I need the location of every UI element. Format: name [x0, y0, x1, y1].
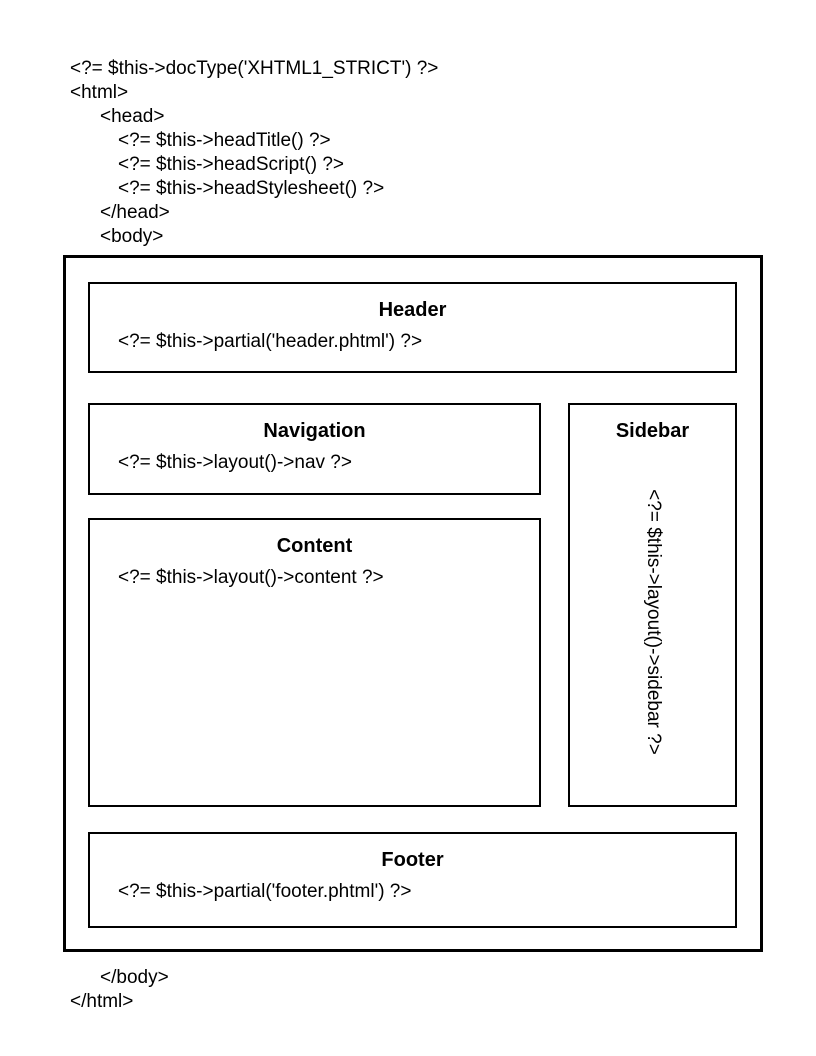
content-code: <?= $this->layout()->content ?> — [118, 567, 384, 588]
navigation-title: Navigation — [263, 420, 366, 442]
code-line-headstylesheet: <?= $this->headStylesheet() ?> — [118, 178, 385, 199]
header-box: Header <?= $this->partial('header.phtml'… — [88, 282, 737, 373]
code-line-head-open: <head> — [100, 106, 165, 127]
code-line-headtitle: <?= $this->headTitle() ?> — [118, 130, 331, 151]
code-line-body-open: <body> — [100, 226, 164, 247]
footer-box: Footer <?= $this->partial('footer.phtml'… — [88, 832, 737, 928]
bottom-code-block: </body> </html> — [70, 966, 169, 1014]
content-box: Content <?= $this->layout()->content ?> — [88, 518, 541, 807]
content-title: Content — [276, 535, 353, 557]
header-code: <?= $this->partial('header.phtml') ?> — [118, 331, 423, 352]
sidebar-box: Sidebar <?= $this->layout()->sidebar ?> — [568, 403, 737, 807]
code-line-doctype: <?= $this->docType('XHTML1_STRICT') ?> — [70, 58, 439, 79]
footer-title: Footer — [381, 849, 444, 871]
code-line-html-open: <html> — [70, 82, 129, 103]
code-line-body-close: </body> — [100, 967, 169, 988]
header-title: Header — [378, 299, 447, 321]
top-code-block: <?= $this->docType('XHTML1_STRICT') ?> <… — [70, 57, 438, 249]
code-line-headscript: <?= $this->headScript() ?> — [118, 154, 345, 175]
body-outline-box: Header <?= $this->partial('header.phtml'… — [63, 255, 763, 952]
code-line-html-close: </html> — [70, 991, 134, 1012]
sidebar-code: <?= $this->layout()->sidebar ?> — [642, 489, 664, 755]
sidebar-title: Sidebar — [615, 420, 690, 442]
footer-code: <?= $this->partial('footer.phtml') ?> — [118, 881, 412, 902]
code-line-head-close: </head> — [100, 202, 170, 223]
navigation-code: <?= $this->layout()->nav ?> — [118, 452, 352, 473]
navigation-box: Navigation <?= $this->layout()->nav ?> — [88, 403, 541, 495]
